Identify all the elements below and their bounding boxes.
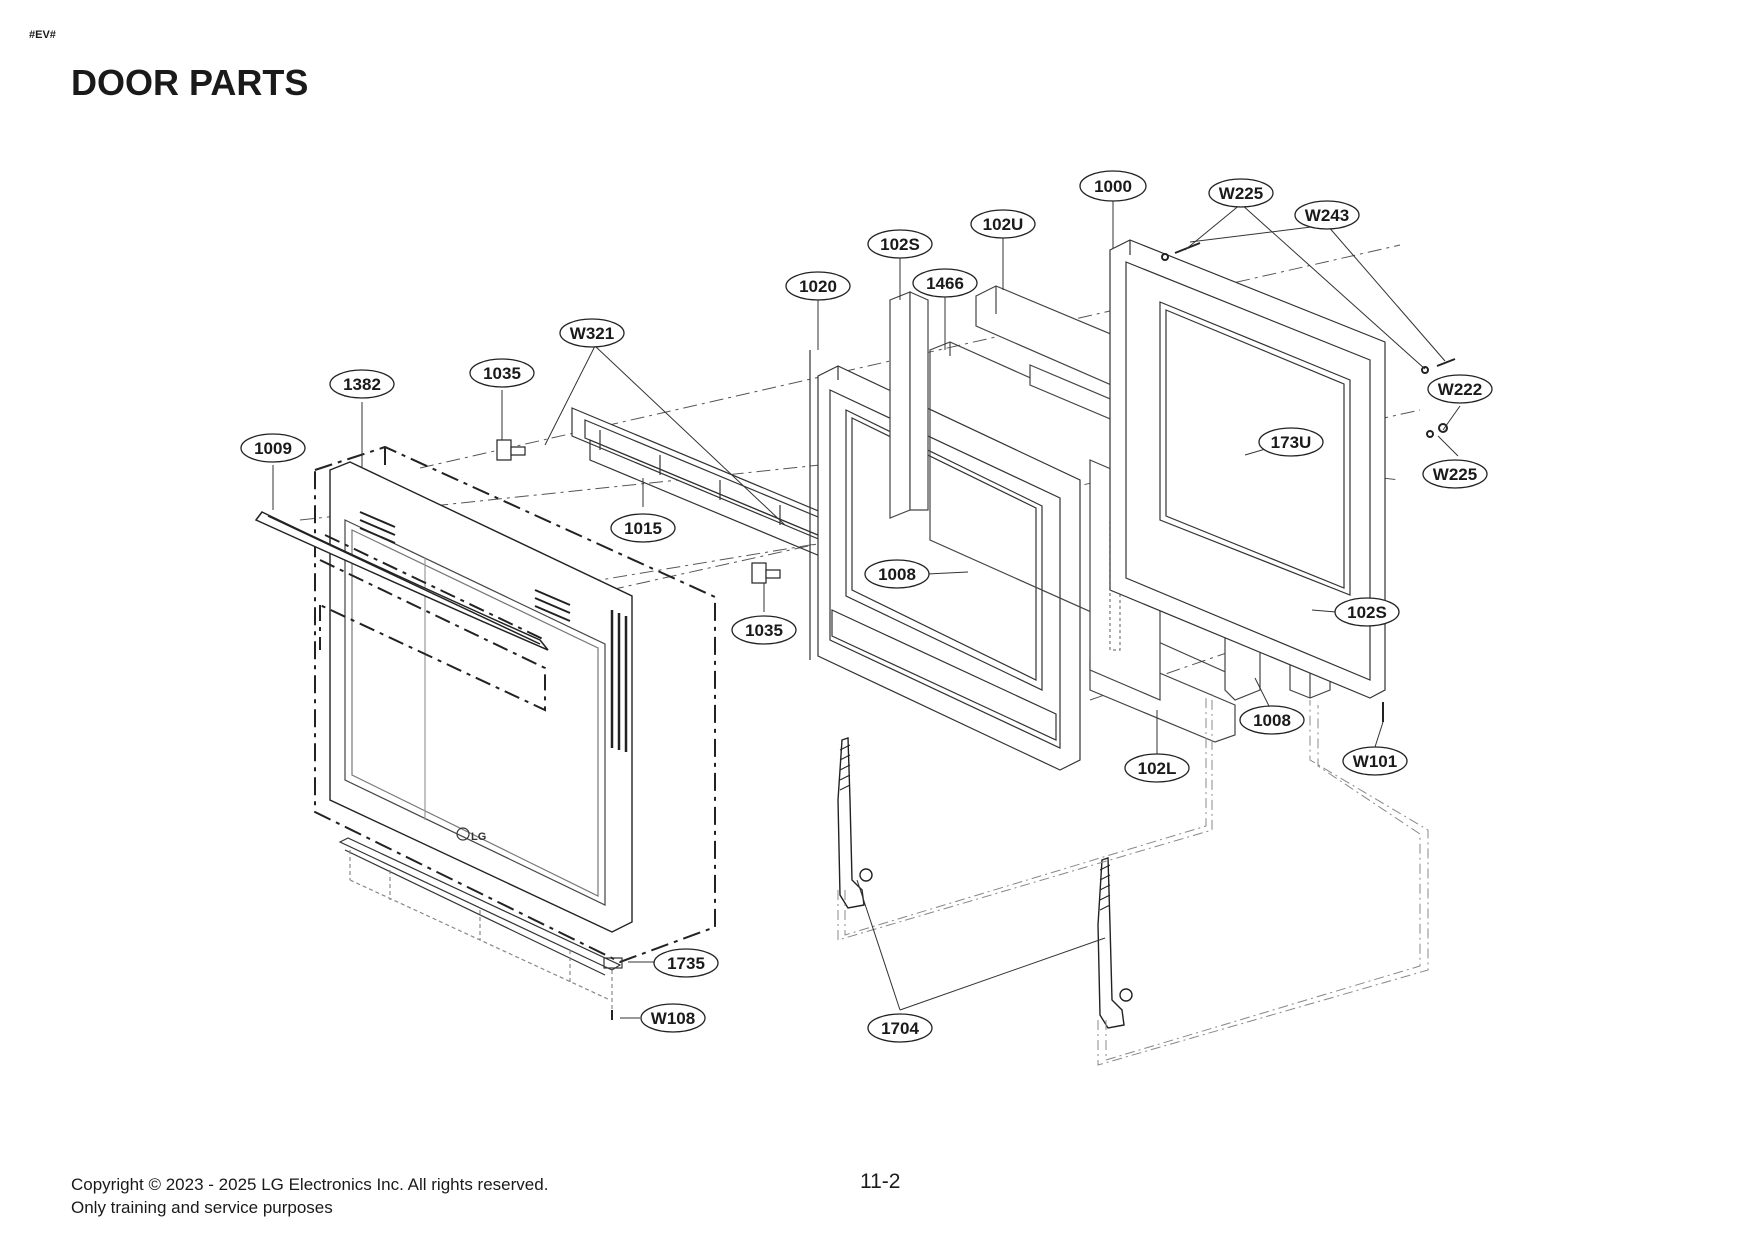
label-102l: 102L bbox=[1124, 753, 1190, 783]
label-102s-right: 102S bbox=[1334, 597, 1400, 627]
svg-text:102S: 102S bbox=[880, 235, 920, 254]
label-1382: 1382 bbox=[329, 369, 395, 399]
hinge-bracket-1035-top bbox=[496, 439, 526, 461]
hinge-bracket-1035-bottom bbox=[751, 562, 781, 584]
svg-text:W243: W243 bbox=[1305, 206, 1349, 225]
label-w222: W222 bbox=[1427, 374, 1493, 404]
copyright-notice: Copyright © 2023 - 2025 LG Electronics I… bbox=[71, 1173, 548, 1219]
label-w225-top: W225 bbox=[1208, 178, 1274, 208]
label-1735: 1735 bbox=[653, 948, 719, 978]
leader-lines bbox=[272, 201, 1461, 1019]
hinge-1704-right bbox=[1097, 857, 1133, 1029]
handle-1009 bbox=[254, 511, 549, 651]
svg-text:102L: 102L bbox=[1138, 759, 1177, 778]
label-w321: W321 bbox=[559, 318, 625, 348]
label-1035-bottom: 1035 bbox=[731, 615, 797, 645]
label-w101: W101 bbox=[1342, 746, 1408, 776]
label-1009: 1009 bbox=[240, 433, 306, 463]
svg-text:1000: 1000 bbox=[1094, 177, 1132, 196]
inner-liner-1000 bbox=[1109, 239, 1386, 699]
front-door-panel: LG bbox=[329, 461, 633, 933]
svg-text:1008: 1008 bbox=[878, 565, 916, 584]
inner-frame-1020 bbox=[809, 350, 1081, 771]
bottom-trim-1735 bbox=[338, 837, 623, 1015]
copyright-line: Copyright © 2023 - 2025 LG Electronics I… bbox=[71, 1175, 549, 1194]
hinge-1704-left bbox=[837, 737, 873, 909]
label-1020: 1020 bbox=[785, 271, 851, 301]
vent-duct-1015 bbox=[571, 407, 841, 557]
svg-text:102U: 102U bbox=[983, 215, 1024, 234]
part-labels: 1000 W225 W243 102U 102S 1466 1020 W321 … bbox=[240, 170, 1493, 1043]
svg-text:W222: W222 bbox=[1438, 380, 1482, 399]
label-1008-rear: 1008 bbox=[1239, 705, 1305, 735]
label-1008-mid: 1008 bbox=[864, 559, 930, 589]
svg-text:W225: W225 bbox=[1433, 465, 1477, 484]
svg-text:1704: 1704 bbox=[881, 1019, 919, 1038]
page-number: 11-2 bbox=[860, 1170, 901, 1193]
label-1704: 1704 bbox=[867, 1013, 933, 1043]
svg-text:1015: 1015 bbox=[624, 519, 662, 538]
svg-text:W225: W225 bbox=[1219, 184, 1263, 203]
label-173u: 173U bbox=[1258, 427, 1324, 457]
label-1000: 1000 bbox=[1079, 170, 1147, 202]
svg-text:W321: W321 bbox=[570, 324, 614, 343]
svg-text:1735: 1735 bbox=[667, 954, 705, 973]
page-title: DOOR PARTS bbox=[71, 62, 309, 103]
label-1015: 1015 bbox=[610, 513, 676, 543]
svg-text:1020: 1020 bbox=[799, 277, 837, 296]
svg-text:W101: W101 bbox=[1353, 752, 1397, 771]
document-tag: #EV# bbox=[29, 29, 56, 41]
frame-1382-outline bbox=[314, 445, 716, 964]
svg-text:1009: 1009 bbox=[254, 439, 292, 458]
svg-text:1008: 1008 bbox=[1253, 711, 1291, 730]
label-102u: 102U bbox=[970, 209, 1036, 239]
svg-text:W108: W108 bbox=[651, 1009, 695, 1028]
lg-logo: LG bbox=[471, 831, 486, 843]
label-w108: W108 bbox=[640, 1003, 706, 1033]
svg-text:1382: 1382 bbox=[343, 375, 381, 394]
label-1035-top: 1035 bbox=[469, 358, 535, 388]
label-w243: W243 bbox=[1294, 200, 1360, 230]
label-w225-right: W225 bbox=[1422, 459, 1488, 489]
label-102s-top: 102S bbox=[867, 229, 933, 259]
usage-notice-line: Only training and service purposes bbox=[71, 1198, 333, 1217]
label-1466: 1466 bbox=[912, 268, 978, 298]
svg-text:1466: 1466 bbox=[926, 274, 964, 293]
insulation-102S-left bbox=[889, 291, 929, 519]
svg-text:1035: 1035 bbox=[483, 364, 521, 383]
svg-text:173U: 173U bbox=[1271, 433, 1312, 452]
svg-text:1035: 1035 bbox=[745, 621, 783, 640]
svg-text:102S: 102S bbox=[1347, 603, 1387, 622]
